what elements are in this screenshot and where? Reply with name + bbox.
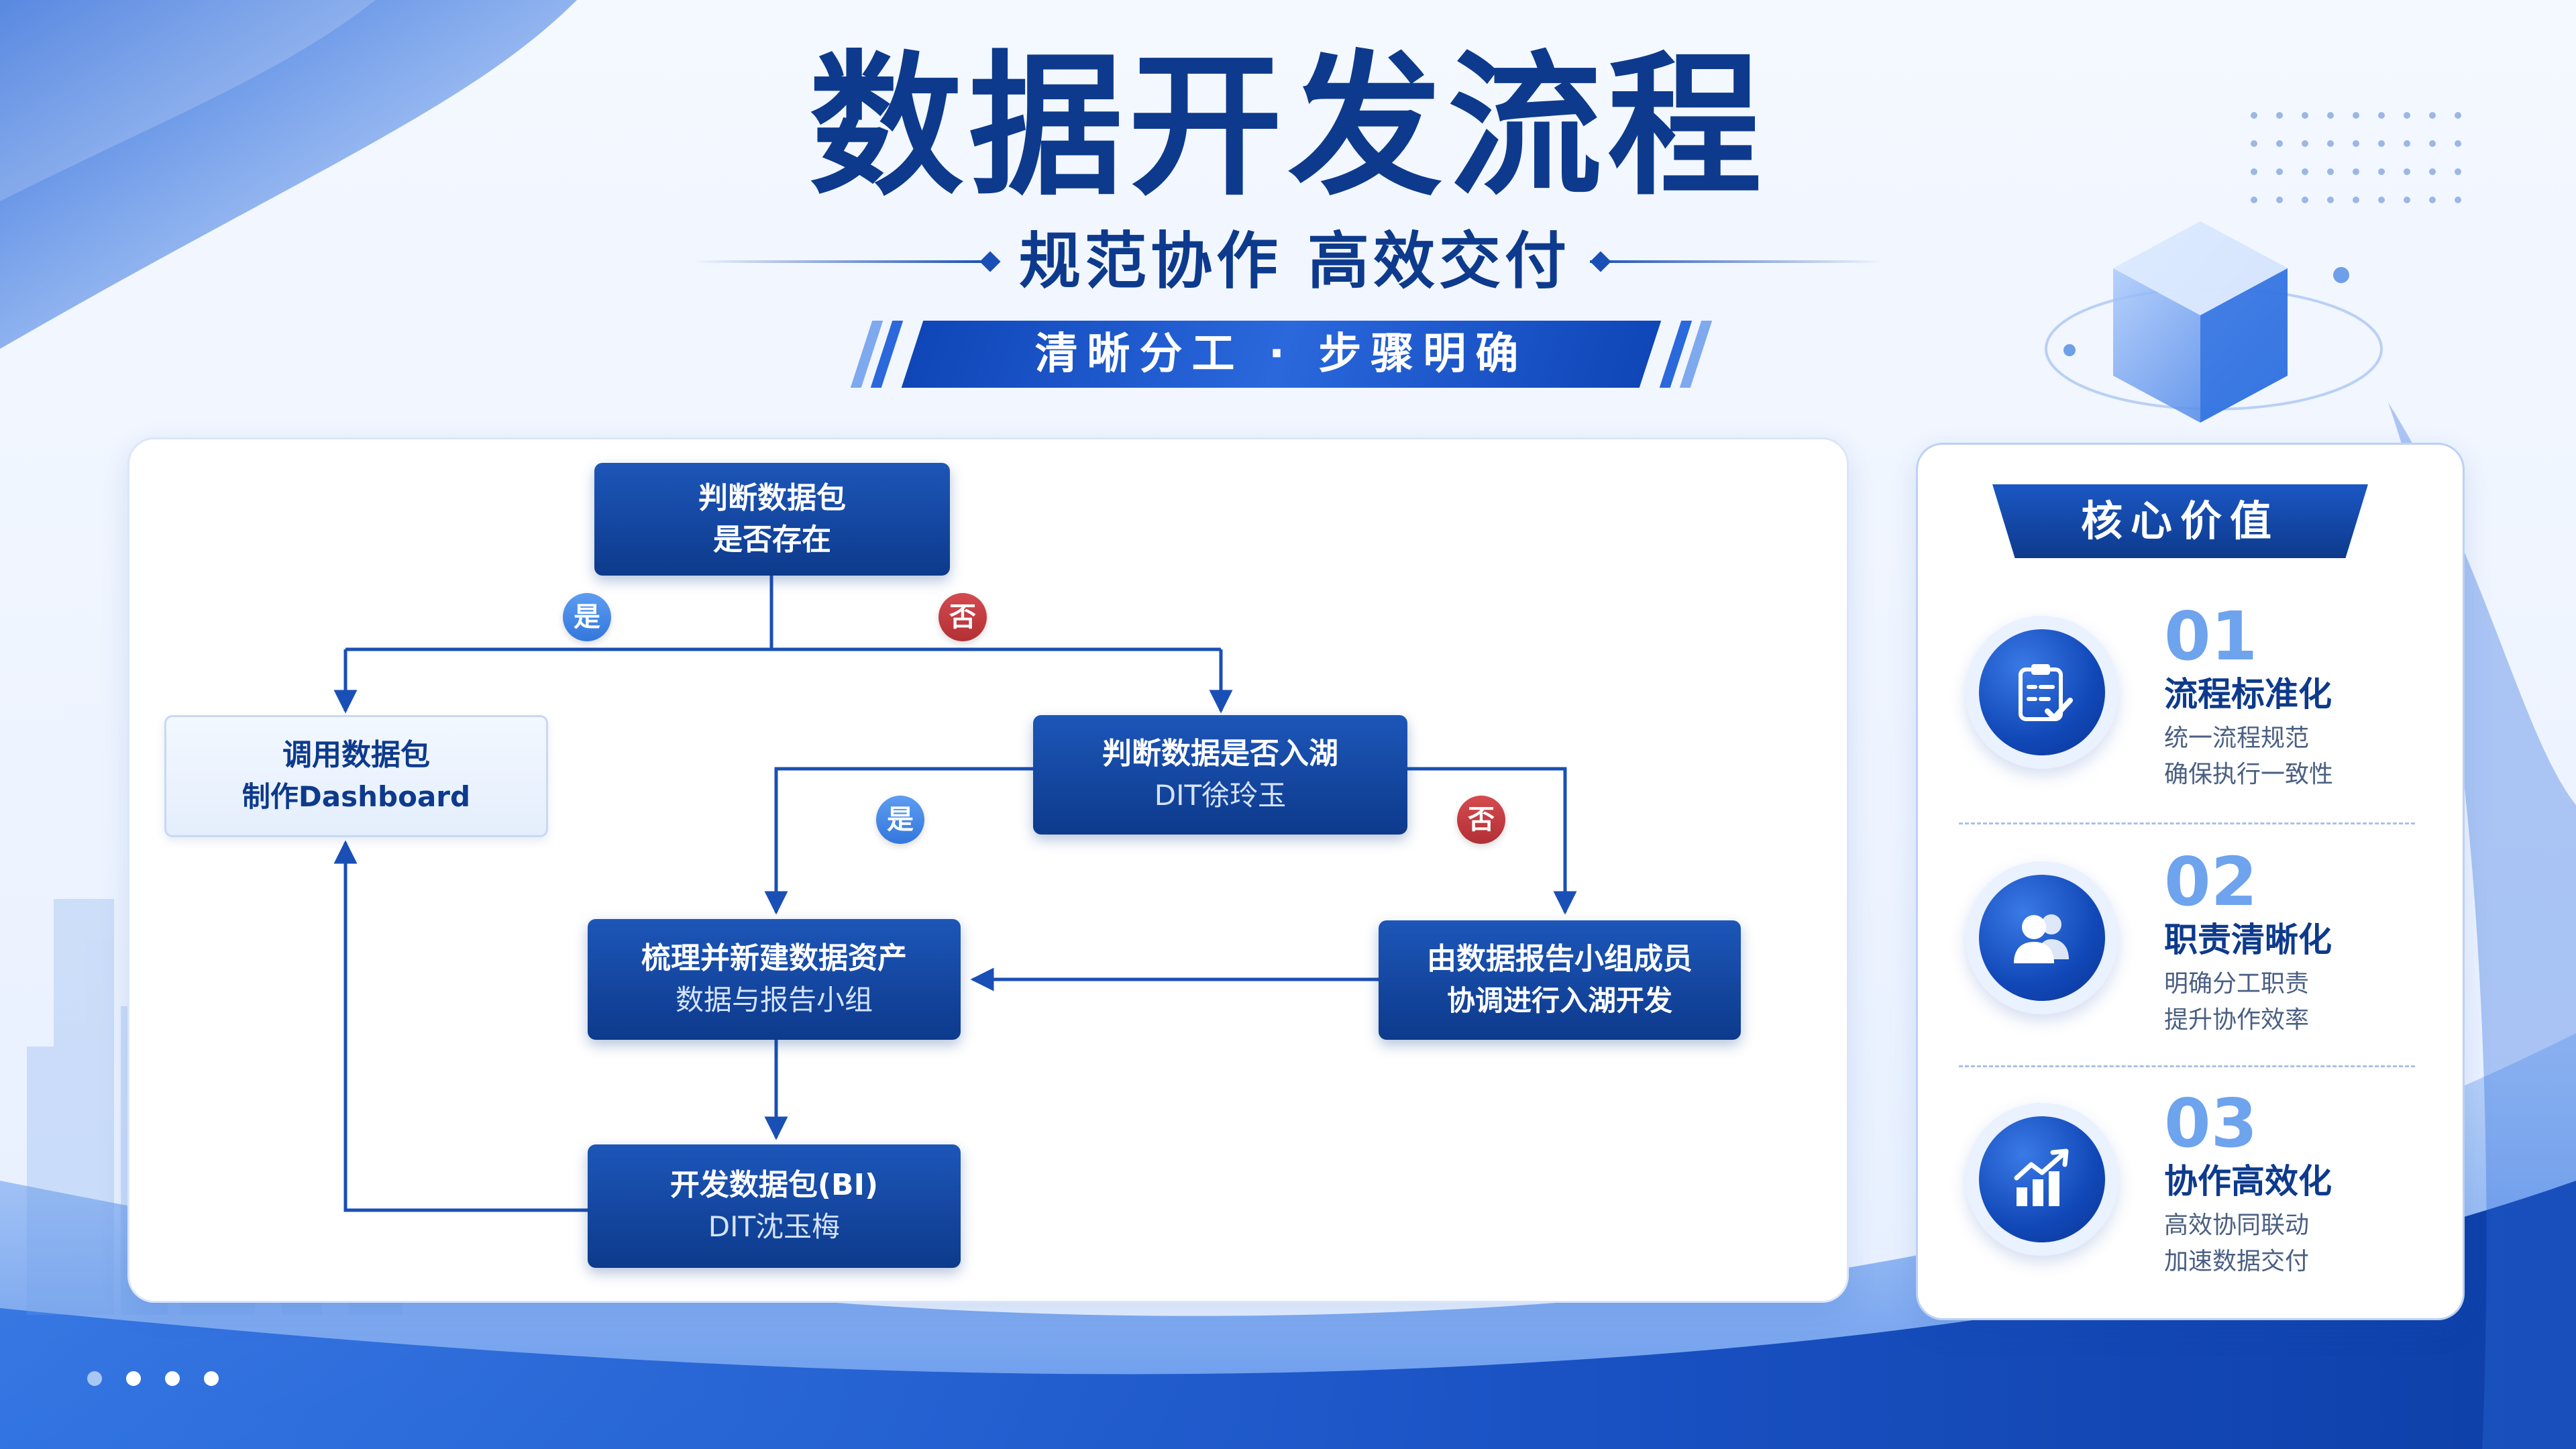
node-check-package: 判断数据包 是否存在 bbox=[594, 463, 950, 576]
value-item: 02 职责清晰化 明确分工职责 提升协作效率 bbox=[1932, 830, 2442, 1052]
node-create-asset-line2: 数据与报告小组 bbox=[675, 983, 873, 1016]
node-dev-package-line1: 开发数据包(BI) bbox=[669, 1168, 879, 1202]
subtitle-diamond-left bbox=[979, 251, 1001, 272]
node-check-package-line1: 判断数据包 bbox=[698, 481, 846, 515]
value-number: 03 bbox=[2164, 1084, 2258, 1163]
core-values-header: 核心价值 bbox=[1992, 484, 2368, 558]
subtitle-row: 规范协作 高效交付 bbox=[0, 221, 2576, 302]
node-check-package-line2: 是否存在 bbox=[713, 523, 831, 557]
value-icon-frame bbox=[1966, 861, 2118, 1014]
cube-decoration bbox=[2045, 221, 2383, 423]
node-check-lake-line1: 判断数据是否入湖 bbox=[1102, 737, 1338, 771]
dot bbox=[165, 1371, 180, 1386]
node-use-package-line2: 制作Dashboard bbox=[241, 780, 471, 813]
value-icon-circle bbox=[1979, 875, 2105, 1001]
value-desc-line1: 高效协同联动 bbox=[2164, 1212, 2310, 1239]
yes-badge: 是 bbox=[876, 796, 924, 844]
core-values-header-text: 核心价值 bbox=[2080, 496, 2279, 545]
clipboard-check-icon bbox=[2019, 664, 2073, 721]
value-number: 01 bbox=[2164, 597, 2258, 676]
value-desc-line2: 提升协作效率 bbox=[2164, 1006, 2310, 1034]
dot bbox=[204, 1371, 219, 1386]
no-badge: 否 bbox=[1457, 796, 1505, 844]
ribbon-banner: 清晰分工 · 步骤明确 bbox=[845, 321, 1717, 388]
value-title: 协作高效化 bbox=[2164, 1162, 2332, 1201]
value-description: 明确分工职责 提升协作效率 bbox=[2164, 966, 2309, 1038]
value-divider bbox=[1959, 822, 2415, 824]
node-check-lake: 判断数据是否入湖 DIT徐玲玉 bbox=[1033, 715, 1407, 835]
value-desc-line1: 明确分工职责 bbox=[2164, 970, 2310, 998]
dot bbox=[87, 1371, 102, 1386]
growth-chart-icon bbox=[2014, 1148, 2069, 1206]
page-title: 数据开发流程 bbox=[808, 38, 1767, 217]
value-description: 高效协同联动 加速数据交付 bbox=[2164, 1208, 2309, 1280]
node-lake-dev-line2: 协调进行入湖开发 bbox=[1446, 984, 1672, 1017]
value-item: 03 协作高效化 高效协同联动 加速数据交付 bbox=[1932, 1072, 2442, 1293]
node-dev-package: 开发数据包(BI) DIT沈玉梅 bbox=[588, 1144, 961, 1268]
node-create-asset: 梳理并新建数据资产 数据与报告小组 bbox=[588, 919, 961, 1040]
value-desc-line2: 加速数据交付 bbox=[2164, 1248, 2310, 1275]
no-badge: 否 bbox=[938, 593, 987, 641]
node-dev-package-line2: DIT沈玉梅 bbox=[708, 1210, 841, 1243]
ribbon-text: 清晰分工 · 步骤明确 bbox=[1034, 329, 1528, 379]
value-icon-frame bbox=[1966, 1103, 2118, 1256]
value-icon-frame bbox=[1966, 616, 2118, 769]
value-number: 02 bbox=[2164, 843, 2258, 921]
value-icon-circle bbox=[1979, 1116, 2105, 1242]
node-create-asset-line1: 梳理并新建数据资产 bbox=[641, 941, 907, 975]
subtitle-line-right bbox=[1590, 260, 1885, 263]
value-divider bbox=[1959, 1065, 2415, 1067]
value-description: 统一流程规范 确保执行一致性 bbox=[2164, 720, 2333, 793]
page-subtitle: 规范协作 高效交付 bbox=[1018, 225, 1571, 297]
value-title: 流程标准化 bbox=[2164, 675, 2332, 714]
flowchart-panel bbox=[127, 437, 1849, 1303]
value-icon-circle bbox=[1979, 629, 2105, 755]
users-icon bbox=[2014, 914, 2069, 963]
dot bbox=[126, 1371, 141, 1386]
subtitle-line-left bbox=[691, 260, 986, 263]
value-item: 01 流程标准化 统一流程规范 确保执行一致性 bbox=[1932, 585, 2442, 806]
node-check-lake-line2: DIT徐玲玉 bbox=[1154, 779, 1287, 812]
value-desc-line2: 确保执行一致性 bbox=[2164, 761, 2334, 788]
node-use-package-line1: 调用数据包 bbox=[282, 738, 430, 772]
value-title: 职责清晰化 bbox=[2164, 920, 2332, 959]
core-values-header-shape bbox=[1992, 484, 2368, 558]
value-desc-line1: 统一流程规范 bbox=[2164, 724, 2310, 752]
node-lake-dev-line1: 由数据报告小组成员 bbox=[1427, 942, 1693, 976]
node-lake-dev: 由数据报告小组成员 协调进行入湖开发 bbox=[1379, 920, 1741, 1040]
yes-badge: 是 bbox=[563, 593, 611, 641]
node-use-package: 调用数据包 制作Dashboard bbox=[164, 715, 548, 837]
